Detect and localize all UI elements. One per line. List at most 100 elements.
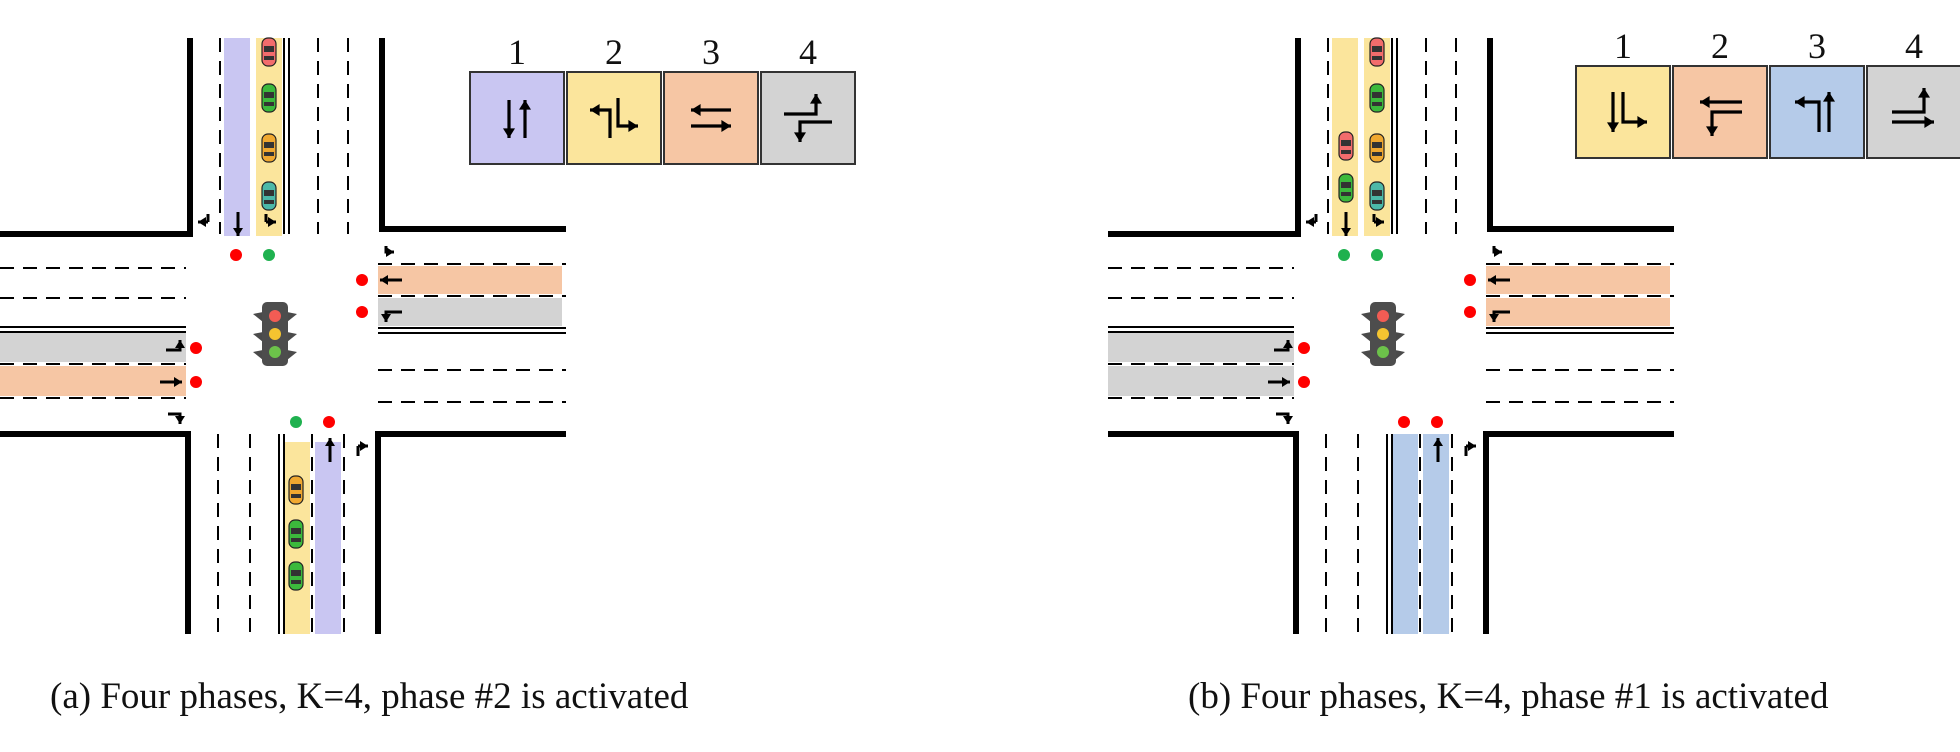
phase-box-fill <box>469 71 565 165</box>
north-through-signal <box>230 249 242 261</box>
south-through-arrow <box>325 438 335 462</box>
southbound-through-left-icon <box>1607 92 1647 132</box>
east-through-signal <box>1464 274 1476 286</box>
lane-markings <box>1108 38 1674 634</box>
phase-number: 2 <box>605 32 623 72</box>
intersection <box>0 37 566 634</box>
phase-number: 2 <box>1711 26 1729 66</box>
car <box>1369 133 1385 163</box>
signal-lights <box>1298 249 1476 428</box>
west-left-arrow <box>1274 340 1293 352</box>
intersection <box>1108 37 1674 634</box>
west-through-arrow <box>160 377 182 387</box>
west-left-arrow <box>166 340 185 352</box>
westbound-through-left-icon <box>1700 96 1742 136</box>
car <box>261 83 277 113</box>
south-left-signal <box>290 416 302 428</box>
phase-box-4: 4 <box>760 32 856 165</box>
east-left-signal <box>1464 306 1476 318</box>
phase-box-4: 4 <box>1866 26 1960 159</box>
car <box>1369 83 1385 113</box>
north-right-arrow <box>1374 217 1384 227</box>
car <box>1369 37 1385 67</box>
north-right-arrow <box>266 217 276 227</box>
phase-box-fill <box>760 71 856 165</box>
north-through-arrow <box>1341 212 1351 236</box>
vehicles <box>1338 37 1385 211</box>
car <box>261 37 277 67</box>
northbound-through-left-icon <box>1795 92 1835 132</box>
south-through-arrow <box>1433 438 1443 462</box>
west-through-lane-fill <box>0 366 186 396</box>
north-left-arrow <box>1306 217 1316 227</box>
phase-box-fill <box>663 71 759 165</box>
west-left-signal <box>1298 342 1310 354</box>
east-through-lane-fill <box>378 266 562 294</box>
car <box>1338 173 1354 203</box>
phase-number: 3 <box>702 32 720 72</box>
west-through-signal <box>190 376 202 388</box>
car <box>1369 181 1385 211</box>
east-right-arrow <box>1492 246 1502 257</box>
south-through-signal <box>323 416 335 428</box>
car <box>288 475 304 505</box>
north-through-arrow <box>233 212 243 236</box>
east-left-signal <box>356 306 368 318</box>
curb-southeast <box>375 431 566 634</box>
south-right-arrow <box>1466 441 1476 451</box>
east-through-signal <box>356 274 368 286</box>
curb-northwest <box>0 38 193 237</box>
phase-box-fill <box>566 71 662 165</box>
west-left-signal <box>190 342 202 354</box>
curb-northeast <box>379 38 566 232</box>
phase-box-2: 2 <box>1672 26 1768 159</box>
curb-southeast <box>1483 431 1674 634</box>
south-left-lane-fill <box>1392 434 1418 634</box>
west-through-arrow <box>1268 377 1290 387</box>
north-through-signal <box>1338 249 1350 261</box>
north-left-signal <box>263 249 275 261</box>
south-north-through-icon <box>503 100 531 138</box>
car <box>261 181 277 211</box>
east-left-lane-fill <box>1486 298 1670 326</box>
south-through-lane-fill <box>1423 434 1449 634</box>
east-left-arrow <box>1489 310 1510 322</box>
phase-number: 3 <box>1808 26 1826 66</box>
curb-southwest <box>1108 431 1299 634</box>
east-through-arrow <box>1488 275 1510 285</box>
north-left-signal <box>1371 249 1383 261</box>
east-right-arrow <box>384 246 394 257</box>
road-curbs <box>1108 38 1674 634</box>
north-south-left-turn-icon <box>590 98 638 138</box>
curb-northeast <box>1487 38 1674 232</box>
phase-number: 4 <box>799 32 817 72</box>
car <box>288 519 304 549</box>
south-through-signal <box>1431 416 1443 428</box>
phase-box-1: 1 <box>1575 26 1671 159</box>
east-west-left-turn-icon <box>784 94 832 142</box>
lane-markings <box>0 38 566 634</box>
signal-lights <box>190 249 368 428</box>
vehicles <box>261 37 304 591</box>
east-through-arrow <box>380 275 402 285</box>
curb-southwest <box>0 431 191 634</box>
east-left-arrow <box>381 310 402 322</box>
east-west-through-icon <box>691 104 731 132</box>
west-through-signal <box>1298 376 1310 388</box>
traffic-light-icon <box>1361 302 1405 366</box>
west-right-arrow <box>168 412 185 424</box>
caption-b: (b) Four phases, K=4, phase #1 is activa… <box>1188 676 1829 717</box>
lane-direction-arrows <box>160 212 402 462</box>
traffic-light-icon <box>253 302 297 366</box>
curb-northwest <box>1108 38 1301 237</box>
phase-box-1: 1 <box>469 32 565 165</box>
west-left-lane-fill <box>0 332 186 362</box>
lane-direction-arrows <box>1268 212 1510 462</box>
west-right-arrow <box>1276 412 1293 424</box>
south-through-lane-fill <box>315 442 341 634</box>
